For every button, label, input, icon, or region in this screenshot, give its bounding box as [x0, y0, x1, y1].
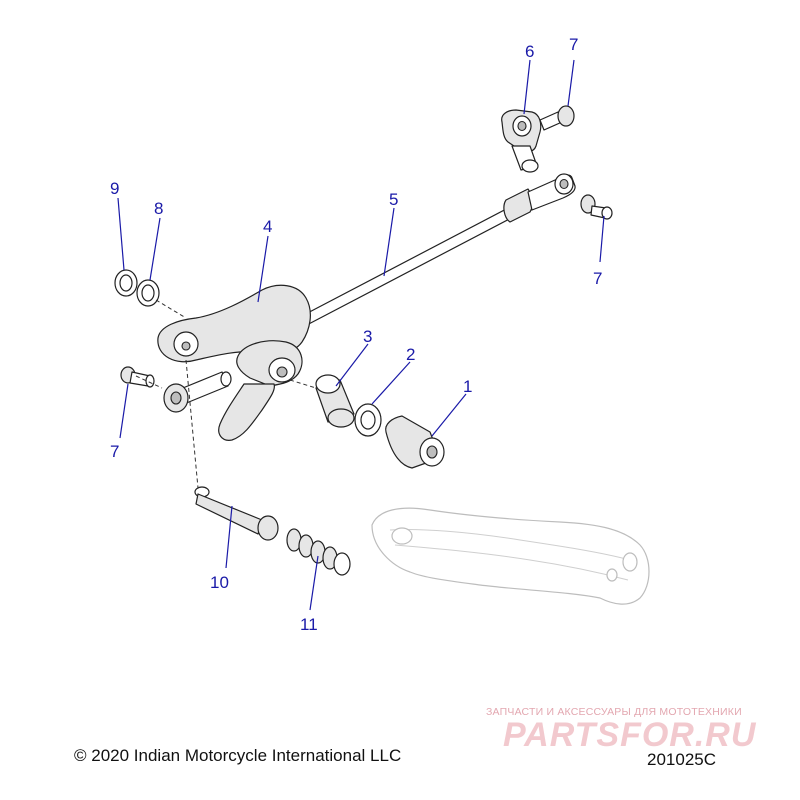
callout-6: 6: [525, 42, 534, 61]
callout-7-right: 7: [593, 269, 602, 288]
callout-10: 10: [210, 573, 229, 592]
bolt-left: [120, 366, 155, 388]
shift-lever: [157, 284, 311, 441]
snap-ring: [114, 269, 138, 297]
callout-1: 1: [463, 377, 472, 396]
washer-left: [136, 279, 160, 307]
watermark-tagline: ЗАПЧАСТИ И АКСЕССУАРЫ ДЛЯ МОТОТЕХНИКИ: [486, 706, 742, 718]
pivot-pin-left: [163, 371, 232, 413]
callout-7-left: 7: [110, 442, 119, 461]
shift-rod: [297, 173, 576, 328]
callout-3: 3: [363, 327, 372, 346]
spring: [286, 528, 351, 576]
callout-4: 4: [263, 217, 272, 236]
figure-code: 201025C: [647, 750, 717, 769]
leader-lines: [117, 59, 605, 611]
copyright-notice: © 2020 Indian Motorcycle International L…: [74, 746, 402, 765]
clevis-pin: [194, 486, 279, 541]
callout-8: 8: [154, 199, 163, 218]
bolt-upper-right: [539, 105, 575, 131]
frame-outline-ghost: [371, 507, 650, 605]
callout-7-top: 7: [569, 35, 578, 54]
rod-end-upper: [501, 109, 542, 173]
callout-9: 9: [110, 179, 119, 198]
assembly-lines: [135, 299, 317, 489]
bushing: [385, 415, 445, 469]
callout-11: 11: [300, 615, 318, 634]
spacer: [315, 374, 355, 428]
washer-right: [354, 403, 382, 437]
watermark-logo: PARTSFOR.RU: [503, 716, 757, 754]
callout-labels: 1 2 3 4 5 6 7 7 7 8 9 10 11: [110, 35, 602, 634]
callout-2: 2: [406, 345, 415, 364]
callout-5: 5: [389, 190, 398, 209]
bolt-right: [580, 194, 613, 220]
